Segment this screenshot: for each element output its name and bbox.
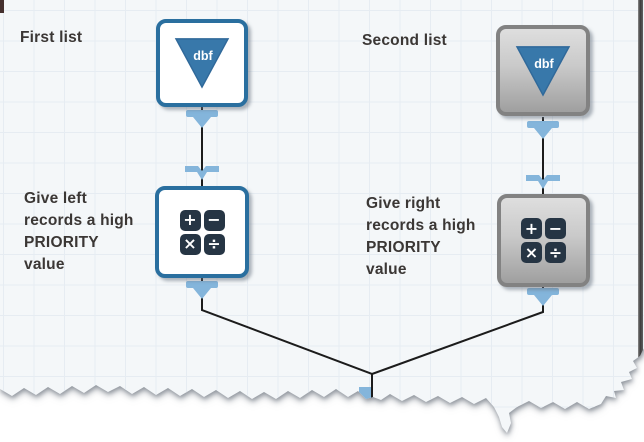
minus-key-icon: − [545, 218, 566, 239]
connection-line[interactable] [371, 287, 544, 375]
calculator-icon: + − × ÷ [521, 218, 566, 263]
input-port-icon[interactable] [185, 166, 219, 180]
multiply-key-icon: × [521, 242, 542, 263]
multiply-key-icon: × [179, 233, 201, 255]
node-first-input-dbf[interactable]: dbf [156, 19, 248, 107]
divide-key-icon: ÷ [545, 242, 566, 263]
node-left-formula-calculator[interactable]: + − × ÷ [155, 186, 249, 278]
input-port-icon[interactable] [526, 175, 560, 189]
corner-artifact [0, 0, 4, 13]
output-port-icon[interactable] [186, 110, 218, 128]
minus-key-icon: − [203, 209, 225, 231]
annotation-give-left: Give left records a high PRIORITY value [24, 190, 134, 273]
node-second-input-dbf[interactable]: dbf [496, 25, 590, 116]
output-port-icon[interactable] [186, 281, 218, 299]
node-right-formula-calculator[interactable]: + − × ÷ [497, 194, 590, 287]
dbf-triangle-icon: dbf [515, 45, 571, 97]
annotation-second-list: Second list [362, 32, 447, 49]
output-port-icon[interactable] [527, 288, 559, 306]
merge-port-icon[interactable] [359, 387, 373, 399]
plus-key-icon: + [179, 209, 201, 231]
output-port-icon[interactable] [527, 121, 559, 139]
plus-key-icon: + [521, 218, 542, 239]
connection-line[interactable] [201, 278, 373, 399]
calculator-icon: + − × ÷ [179, 209, 225, 255]
annotation-give-right: Give right records a high PRIORITY value [366, 195, 476, 278]
canvas-right-border [638, 0, 643, 382]
divide-key-icon: ÷ [203, 233, 225, 255]
annotation-first-list: First list [20, 29, 83, 46]
dbf-icon-label: dbf [534, 57, 554, 71]
dbf-triangle-icon: dbf [174, 38, 230, 89]
dbf-icon-label: dbf [193, 49, 213, 63]
